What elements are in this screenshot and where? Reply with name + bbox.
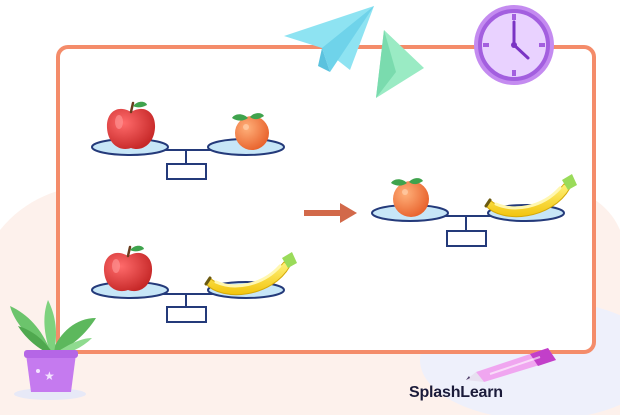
diagram-frame (56, 45, 596, 354)
answer-box (166, 163, 207, 180)
paper-plane-icon (376, 30, 424, 98)
splashlearn-logo: SplashLearn (409, 384, 503, 401)
pen-icon (466, 348, 556, 382)
svg-text:★: ★ (44, 369, 55, 383)
banana-icon (204, 252, 297, 296)
paper-plane-icon (284, 6, 374, 72)
arrow-right-icon (304, 203, 357, 223)
answer-box (446, 230, 487, 247)
orange-icon (391, 178, 429, 217)
orange-icon (232, 113, 269, 150)
plant-icon: ★ (10, 300, 96, 400)
answer-box (166, 306, 207, 323)
apple-icon (106, 101, 156, 150)
banana-icon (484, 174, 577, 218)
clock-icon (474, 5, 554, 85)
apple-icon (103, 245, 153, 292)
